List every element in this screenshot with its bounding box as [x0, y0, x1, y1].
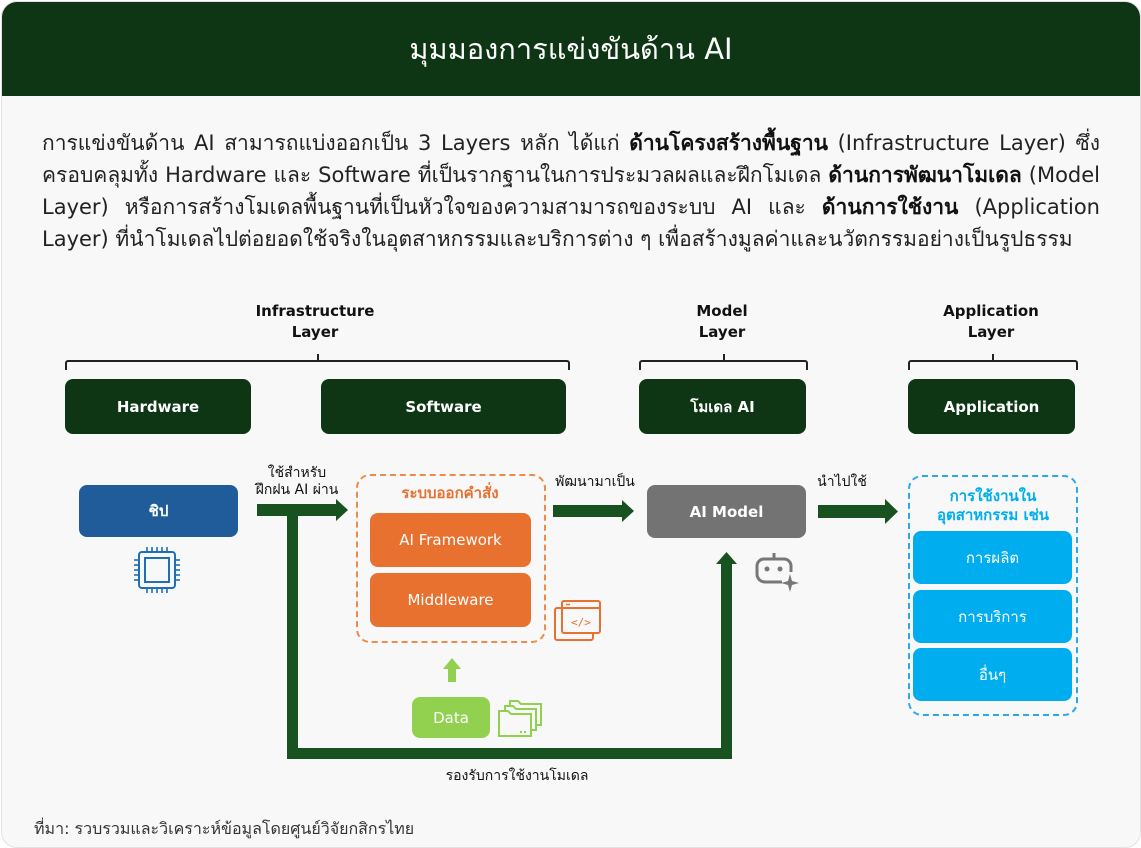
intro-text-3: (Model Layer) หรือการสร้างโมเดลพื้นฐานที… [42, 163, 1100, 219]
ai-bot-sparkle-icon [755, 553, 799, 592]
middleware-box: Middleware [370, 573, 531, 627]
intro-text-2: (Infrastructure Layer) ซึ่งครอบคลุมทั้ง … [42, 131, 1100, 187]
ai-model-box: AI Model [647, 485, 806, 538]
intro-bold-application: ด้านการใช้งาน [821, 195, 959, 219]
source-footnote: ที่มา: รวบรวมและวิเคราะห์ข้อมูลโดยศูนย์ว… [34, 819, 415, 838]
layer-title-line: Layer [698, 323, 746, 341]
intro-bold-model: ด้านการพัฒนาโมเดล [828, 163, 1022, 187]
model-bracket [639, 354, 808, 370]
software-to-model-arrow [553, 500, 634, 522]
ai-model-th-box: โมเดล AI [639, 379, 806, 434]
infrastructure-layer-title: Infrastructure Layer [215, 301, 415, 343]
intro-bold-infrastructure: ด้านโครงสร้างพื้นฐาน [629, 131, 828, 155]
support-label: รองรับการใช้งานโมเดล [445, 768, 589, 784]
chip-arrow-label-line: ใช้สำหรับ [267, 465, 327, 481]
data-box: Data [412, 697, 490, 738]
intro-text-4: (Application Layer) ที่นำโมเดลไปต่อยอดใช… [42, 195, 1100, 251]
support-loop-arrow [287, 507, 737, 759]
use-arrow-label: นำไปใช้ [817, 474, 867, 490]
intro-paragraph: การแข่งขันด้าน AI สามารถแบ่งออกเป็น 3 La… [42, 127, 1100, 255]
app-item-services: การบริการ [913, 590, 1072, 643]
chip-to-software-arrow [257, 499, 348, 521]
chip-arrow-label-line: ฝึกฝน AI ผ่าน [255, 482, 339, 498]
software-box: Software [321, 379, 566, 434]
application-group-title: การใช้งานใน อุตสาหกรรม เช่น [908, 487, 1078, 525]
cpu-chip-icon [134, 547, 180, 593]
chip-arrow-label: ใช้สำหรับ ฝึกฝน AI ผ่าน [242, 465, 352, 499]
folders-icon [498, 700, 542, 737]
code-window-icon: </> [554, 600, 601, 641]
layer-title-line: Layer [967, 323, 1015, 341]
layer-title-line: Model [696, 302, 748, 320]
model-layer-title: Model Layer [662, 301, 782, 343]
app-item-others: อื่นๆ [913, 648, 1072, 701]
layer-title-line: Infrastructure [255, 302, 375, 320]
hardware-box: Hardware [65, 379, 251, 434]
app-item-manufacturing: การผลิต [913, 531, 1072, 584]
application-box: Application [908, 379, 1075, 434]
layer-title-line: Application [943, 302, 1039, 320]
infrastructure-bracket [65, 354, 570, 370]
model-to-application-arrow [818, 499, 898, 524]
application-group [908, 475, 1078, 716]
software-group-title: ระบบออกคำสั่ง [401, 484, 499, 502]
svg-text:</>: </> [571, 616, 591, 629]
application-group-title-line: การใช้งานใน [949, 487, 1037, 505]
page-title: มุมมองการแข่งขันด้าน AI [2, 2, 1140, 96]
software-group [356, 474, 546, 643]
data-up-arrow [443, 658, 461, 682]
application-bracket [908, 354, 1078, 370]
application-layer-title: Application Layer [931, 301, 1051, 343]
layer-title-line: Layer [291, 323, 339, 341]
develop-arrow-label: พัฒนามาเป็น [555, 474, 635, 490]
ai-framework-box: AI Framework [370, 513, 531, 567]
chip-box: ชิป [79, 485, 238, 537]
intro-text-1: การแข่งขันด้าน AI สามารถแบ่งออกเป็น 3 La… [42, 131, 630, 155]
application-group-title-line: อุตสาหกรรม เช่น [936, 506, 1050, 524]
